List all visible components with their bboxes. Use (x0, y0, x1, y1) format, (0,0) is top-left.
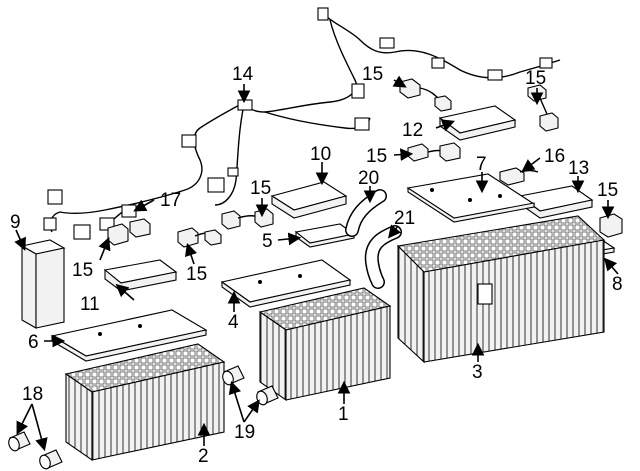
callout-20: 20 (358, 168, 379, 189)
callout-1: 1 (338, 404, 349, 425)
callout-15b: 15 (525, 68, 546, 89)
cover-plates (50, 173, 616, 362)
callout-7: 7 (476, 154, 487, 175)
callout-15g: 15 (186, 264, 207, 285)
callout-18: 18 (22, 384, 43, 405)
callout-15f: 15 (72, 260, 93, 281)
callout-14: 14 (232, 64, 254, 85)
callout-8: 8 (612, 274, 623, 295)
callout-19: 19 (234, 422, 255, 443)
leader-lines (14, 75, 619, 452)
callout-12: 12 (402, 120, 423, 141)
callout-6: 6 (28, 332, 39, 353)
callout-10: 10 (310, 144, 331, 165)
callout-3: 3 (472, 362, 483, 383)
callout-13: 13 (568, 158, 589, 179)
callout-11: 11 (80, 294, 100, 315)
battery-modules (64, 215, 606, 462)
callout-17: 17 (160, 190, 181, 211)
callout-16: 16 (544, 146, 565, 167)
connector-parts (107, 78, 623, 248)
callout-5: 5 (262, 231, 273, 252)
duct-couplers (8, 365, 279, 470)
callout-15a: 15 (362, 64, 383, 85)
wiring-harness (43, 7, 561, 240)
callout-2: 2 (198, 446, 209, 467)
callout-4: 4 (228, 312, 239, 333)
callout-21: 21 (394, 208, 415, 229)
callout-15d: 15 (250, 178, 271, 199)
control-modules (20, 105, 594, 329)
hoses (345, 189, 402, 289)
callout-15e: 15 (597, 180, 618, 201)
callout-9: 9 (10, 212, 21, 233)
callout-15c: 15 (366, 146, 387, 167)
callout-labels: 1 2 3 4 5 6 7 8 9 10 11 12 13 14 15 15 1… (10, 64, 623, 467)
